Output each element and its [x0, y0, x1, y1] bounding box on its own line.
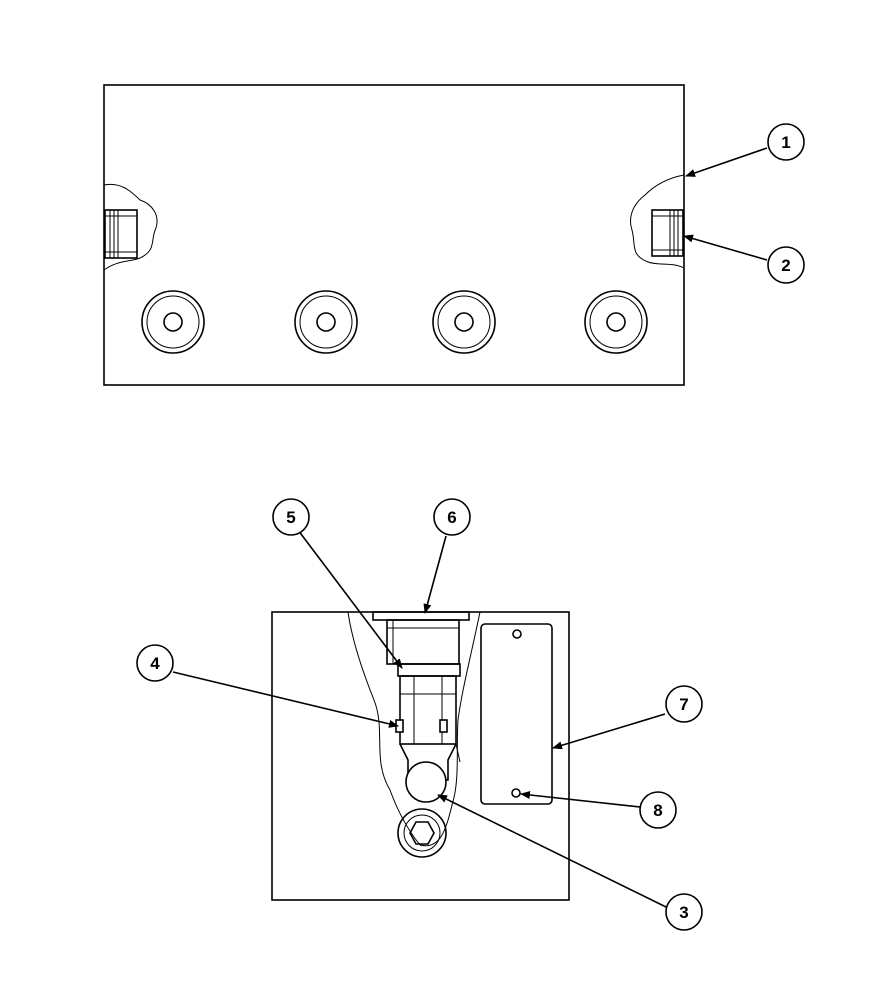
left-cutaway-edge [103, 183, 158, 271]
callout-7: 7 [665, 685, 703, 723]
callout-6-label: 6 [447, 508, 456, 527]
plate-rivet-top [512, 629, 522, 639]
port-4 [584, 290, 648, 354]
right-port-plug [651, 209, 684, 257]
leader-5 [297, 529, 403, 669]
leader-3 [437, 794, 667, 908]
callout-8: 8 [639, 791, 677, 829]
left-port-plug [104, 209, 138, 259]
callout-5: 5 [272, 498, 310, 536]
callout-2-label: 2 [781, 256, 790, 275]
port-1 [141, 290, 205, 354]
callout-1-label: 1 [781, 133, 790, 152]
leader-2 [683, 234, 768, 261]
callout-4: 4 [136, 644, 174, 682]
leader-4 [172, 671, 399, 728]
callout-3: 3 [665, 893, 703, 931]
callout-4-label: 4 [150, 654, 160, 673]
callout-5-label: 5 [286, 508, 295, 527]
right-cutaway-edge [630, 174, 685, 269]
end-cutaway-edge [347, 611, 481, 847]
leader-8 [520, 791, 641, 808]
name-plate [480, 623, 553, 805]
leader-lines [172, 147, 768, 908]
leader-7 [552, 713, 666, 750]
check-ball [405, 761, 447, 803]
port-2 [294, 290, 358, 354]
top-plug [372, 611, 470, 665]
callout-6: 6 [433, 498, 471, 536]
plate-rivet-bottom [511, 788, 521, 798]
callout-1: 1 [767, 123, 805, 161]
callout-7-label: 7 [679, 695, 688, 714]
o-ring-right [439, 719, 448, 733]
port-3 [432, 290, 496, 354]
seat-fitting [397, 808, 447, 858]
callout-2: 2 [767, 246, 805, 284]
callout-3-label: 3 [679, 903, 688, 922]
leader-1 [685, 147, 768, 177]
leader-6 [423, 535, 447, 614]
valve-body-top-view [103, 84, 685, 386]
valve-body-end-view [271, 611, 570, 901]
callout-8-label: 8 [653, 801, 662, 820]
